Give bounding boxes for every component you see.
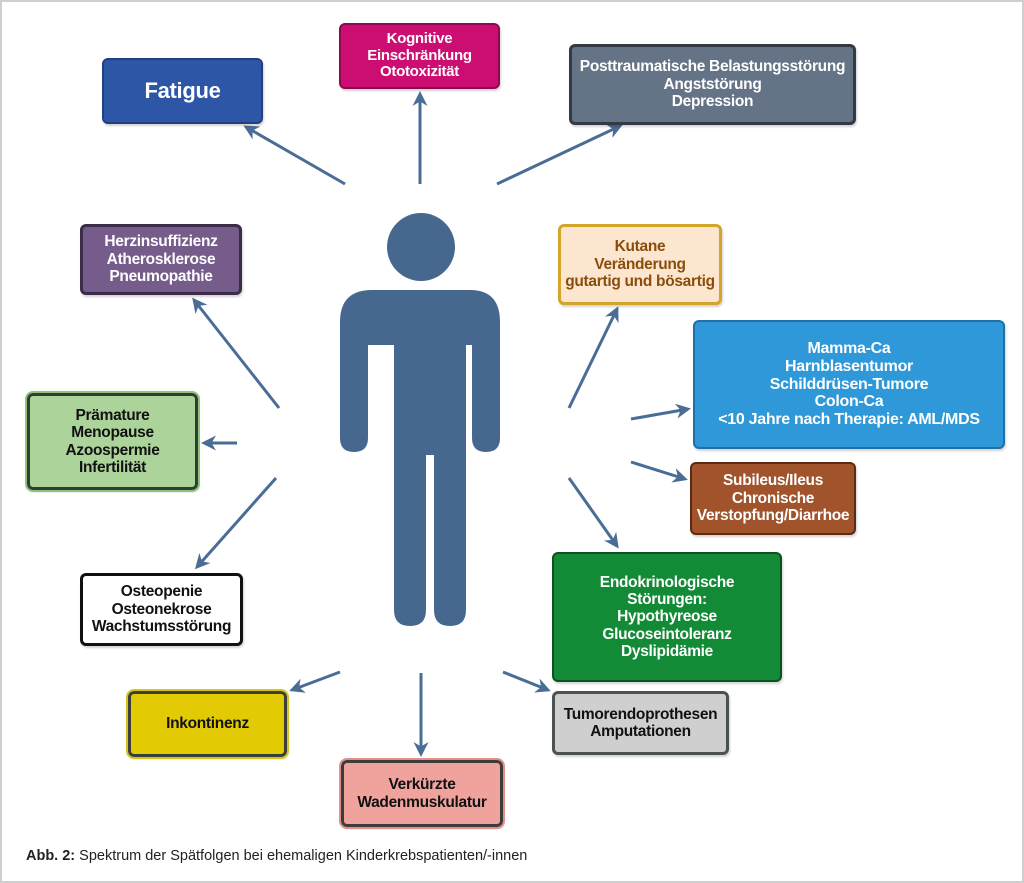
caption-label: Abb. 2: — [26, 848, 76, 864]
box-line: Herzinsuffizienz — [104, 233, 218, 251]
arrow-to-subileus — [630, 460, 688, 483]
box-line: gutartig und bösartig — [565, 273, 715, 291]
arrow-to-inkontinenz — [289, 670, 341, 693]
box-gastrointestinal: Subileus/Ileus Chronische Verstopfung/Di… — [690, 462, 856, 535]
person-head — [387, 213, 455, 281]
box-wadenmuskulatur: Verkürzte Wadenmuskulatur — [339, 758, 505, 829]
box-line: Inkontinenz — [166, 715, 249, 733]
box-line: Subileus/Ileus — [722, 472, 824, 490]
box-line: Hypothyreose — [617, 608, 717, 626]
box-zweittumoren: Mamma-Ca Harnblasentumor Schilddrüsen-Tu… — [693, 320, 1005, 449]
arrow-to-kutane — [567, 306, 619, 409]
box-line: Osteopenie — [120, 583, 203, 601]
box-line: Kutane — [614, 238, 666, 256]
box-line: Colon-Ca — [814, 393, 884, 411]
box-line: Wadenmuskulatur — [357, 793, 487, 811]
box-kognitive-einschraenkung: Kognitive Einschränkung Ototoxizität — [339, 23, 500, 89]
box-herz-lunge: Herzinsuffizienz Atherosklerose Pneumopa… — [80, 224, 242, 295]
box-line: Atherosklerose — [106, 250, 216, 268]
box-line: Amputationen — [590, 723, 691, 740]
box-fertilitaet: Prämature Menopause Azoospermie Infertil… — [25, 391, 200, 492]
box-line: Infertilität — [78, 458, 146, 476]
box-line: Azoospermie — [65, 441, 160, 459]
box-line: Pneumopathie — [109, 268, 213, 286]
arrow-to-herz — [192, 297, 281, 409]
box-line: Wachstumsstörung — [91, 618, 232, 636]
box-line: Depression — [671, 93, 754, 111]
box-line: Chronische — [731, 489, 815, 507]
box-inkontinenz: Inkontinenz — [126, 689, 289, 759]
arrow-to-endokrin — [567, 477, 619, 549]
box-skelett: Osteopenie Osteonekrose Wachstumsstörung — [80, 573, 243, 646]
box-endokrinologisch: Endokrinologische Störungen: Hypothyreos… — [552, 552, 782, 682]
box-line: Harnblasentumor — [785, 357, 913, 375]
box-line: Einschränkung — [367, 46, 472, 64]
box-line: Schilddrüsen-Tumore — [769, 375, 929, 393]
box-line: Menopause — [71, 424, 154, 442]
box-fatigue: Fatigue — [102, 58, 263, 124]
box-line: Verstopfung/Diarrhoe — [696, 507, 850, 525]
box-line: Veränderung — [594, 255, 686, 273]
figure-caption: Abb. 2: Spektrum der Spätfolgen bei ehem… — [26, 848, 527, 864]
box-line: Angststörung — [663, 75, 762, 93]
box-psychische-folgen: Posttraumatische Belastungsstörung Angst… — [569, 44, 856, 125]
arrow-to-fatigue — [243, 125, 346, 186]
box-line: Endokrinologische — [599, 573, 735, 591]
arrow-to-ptbs — [496, 124, 623, 186]
box-line: Störungen: — [627, 590, 707, 608]
box-line: Kognitive — [386, 29, 453, 47]
box-line: Posttraumatische Belastungsstörung — [579, 58, 846, 76]
arrow-to-tumorendo — [502, 670, 551, 693]
person-body — [340, 290, 500, 626]
box-line: Dyslipidämie — [620, 643, 714, 661]
box-line: Prämature — [75, 406, 150, 424]
box-line: Osteonekrose — [111, 600, 212, 618]
person-silhouette-icon — [340, 213, 500, 626]
box-line: Glucoseintoleranz — [602, 625, 732, 643]
box-line: Fatigue — [144, 77, 221, 103]
box-line: Ototoxizität — [380, 63, 459, 81]
box-tumorendoprothesen: Tumorendoprothesen Amputationen — [552, 691, 729, 755]
box-line: Mamma-Ca — [807, 339, 891, 357]
box-line: <10 Jahre nach Therapie: AML/MDS — [718, 411, 980, 429]
caption-text: Spektrum der Spätfolgen bei ehemaligen K… — [75, 848, 528, 864]
box-line: Tumorendoprothesen — [563, 705, 718, 723]
box-line: Verkürzte — [388, 776, 456, 794]
arrow-to-mamma — [630, 403, 691, 421]
box-kutane-veraenderung: Kutane Veränderung gutartig und bösartig — [558, 224, 722, 305]
arrow-to-osteopenie — [195, 477, 278, 570]
